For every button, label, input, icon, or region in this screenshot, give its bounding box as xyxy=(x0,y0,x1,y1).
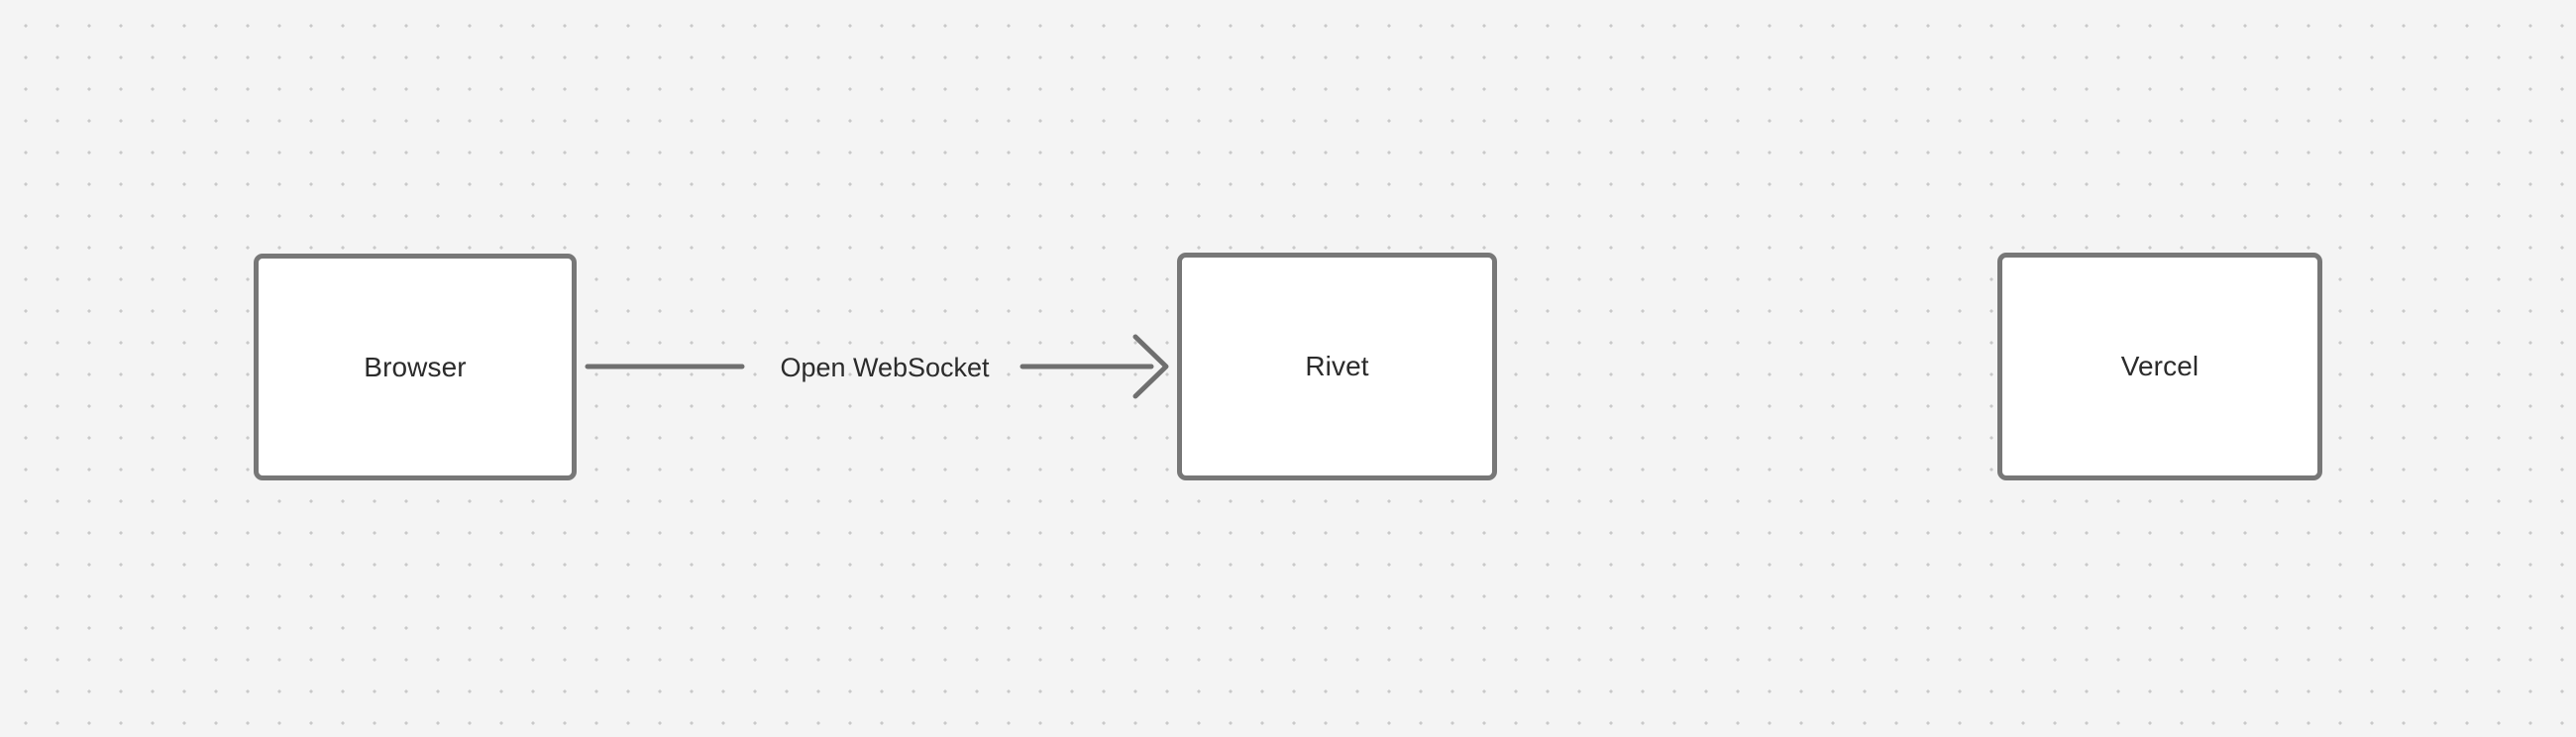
node-browser[interactable]: Browser xyxy=(254,254,577,480)
edge-label-text: Open WebSocket xyxy=(780,352,990,382)
node-vercel-label: Vercel xyxy=(2120,351,2200,381)
node-rivet[interactable]: Rivet xyxy=(1177,253,1497,480)
node-browser-label: Browser xyxy=(364,351,467,382)
node-vercel[interactable]: Vercel xyxy=(1997,253,2322,480)
edge-label-open-websocket[interactable]: Open WebSocket xyxy=(749,350,1020,385)
node-rivet-label: Rivet xyxy=(1305,351,1369,381)
edge-arrowhead-icon xyxy=(1132,334,1169,399)
